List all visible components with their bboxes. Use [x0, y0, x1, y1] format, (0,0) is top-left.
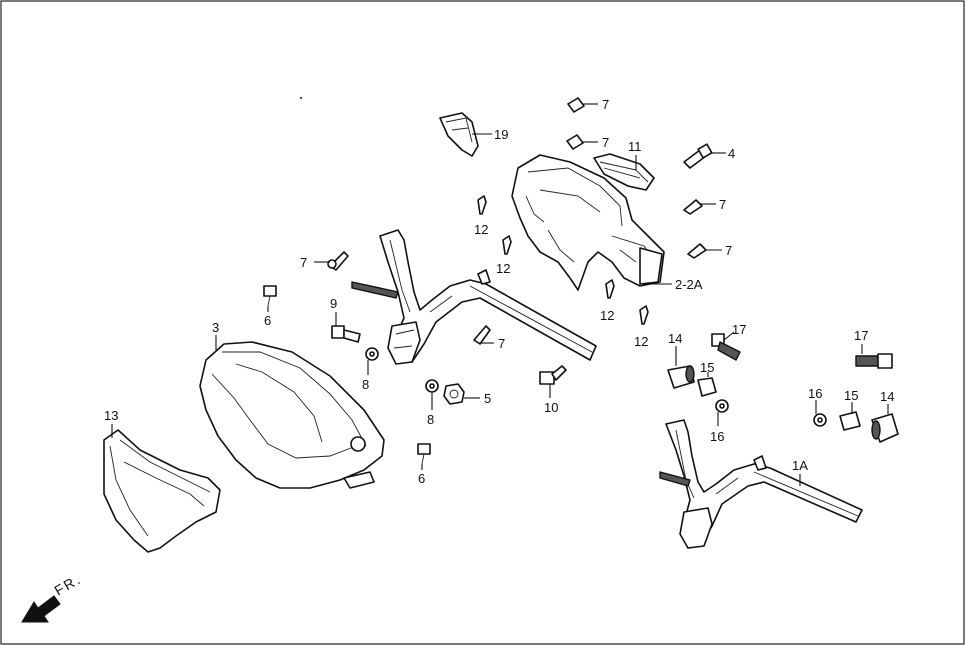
part-13-lower-cover — [103, 424, 221, 553]
screw-12-d — [639, 305, 649, 325]
bolt-17-a — [711, 331, 741, 361]
bolt-9 — [331, 312, 361, 343]
part-2-2a-front-cover — [511, 154, 672, 291]
handlebar-1a — [659, 419, 863, 549]
callout-14: 14 — [880, 389, 894, 404]
callout-15: 15 — [844, 388, 858, 403]
screw-7-d — [687, 243, 722, 259]
callout-4: 4 — [728, 146, 735, 161]
handlebar-main — [351, 229, 597, 365]
callout-13: 13 — [104, 408, 118, 423]
callout-1a: 1A — [792, 458, 808, 473]
callout-5: 5 — [484, 391, 491, 406]
screw-7-e — [314, 251, 349, 271]
callout-7: 7 — [719, 197, 726, 212]
callout-9: 9 — [330, 296, 337, 311]
screw-4 — [683, 143, 726, 169]
callout-17: 17 — [732, 322, 746, 337]
callout-12: 12 — [474, 222, 488, 237]
callout-7: 7 — [602, 135, 609, 150]
washer-8-a — [365, 347, 379, 375]
spacer-15-b — [839, 402, 861, 431]
spacer-15-a — [697, 372, 717, 397]
callout-8: 8 — [362, 377, 369, 392]
stray-dot — [300, 97, 302, 99]
callout-6: 6 — [264, 313, 271, 328]
washer-8-b — [425, 379, 439, 410]
front-direction-indicator: FR. — [21, 570, 85, 623]
callout-16: 16 — [710, 429, 724, 444]
grip-end-14-a — [667, 346, 695, 389]
screw-12-a — [477, 195, 487, 215]
screw-7-b — [566, 134, 598, 150]
callout-labels: 19 7 7 11 4 7 7 12 12 7 2-2A 12 12 6 9 3… — [104, 97, 894, 486]
screw-7-f — [473, 325, 494, 345]
callout-16: 16 — [808, 386, 822, 401]
front-direction-label: FR. — [52, 570, 85, 598]
callout-15: 15 — [700, 360, 714, 375]
callout-17: 17 — [854, 328, 868, 343]
callout-12: 12 — [496, 261, 510, 276]
part-3-rear-cover — [199, 335, 385, 489]
callout-12: 12 — [634, 334, 648, 349]
callout-7: 7 — [498, 336, 505, 351]
part-11-lens — [593, 153, 655, 191]
nut-5 — [443, 383, 480, 405]
callout-19: 19 — [494, 127, 508, 142]
callout-6: 6 — [418, 471, 425, 486]
washer-16-b — [813, 400, 827, 427]
screw-7-a — [567, 97, 598, 113]
callout-12: 12 — [600, 308, 614, 323]
washer-16-a — [715, 399, 729, 426]
callout-2-2a: 2-2A — [675, 277, 703, 292]
callout-3: 3 — [212, 320, 219, 335]
screw-12-c — [605, 279, 615, 299]
callout-11: 11 — [628, 139, 642, 154]
callout-7: 7 — [725, 243, 732, 258]
bolt-10 — [539, 365, 567, 398]
screw-12-b — [502, 235, 512, 255]
screw-6-b — [417, 443, 431, 470]
callout-8: 8 — [427, 412, 434, 427]
callout-7: 7 — [602, 97, 609, 112]
callout-10: 10 — [544, 400, 558, 415]
grip-end-14-b — [871, 404, 899, 443]
screw-6-a — [263, 285, 277, 312]
part-19-cover — [439, 112, 492, 157]
bolt-17-b — [855, 344, 893, 369]
callout-14: 14 — [668, 331, 682, 346]
front-arrow-icon — [21, 595, 61, 623]
screw-7-c — [683, 199, 716, 215]
callout-7: 7 — [300, 255, 307, 270]
